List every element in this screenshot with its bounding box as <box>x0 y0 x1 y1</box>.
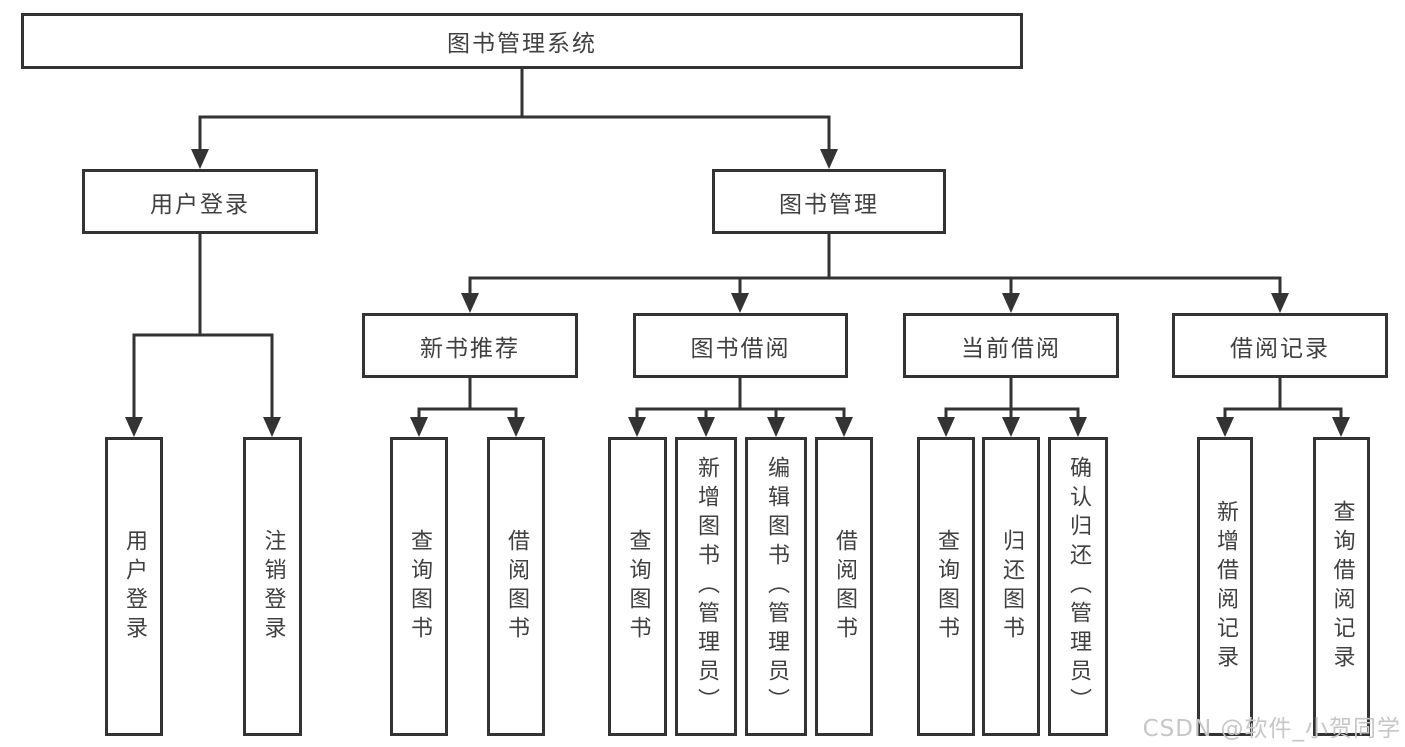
node-borrowing-records: 借阅记录 <box>1172 313 1388 378</box>
leaf-query-borrow-record: 查询借阅记录 <box>1313 437 1370 736</box>
node-current-borrowing: 当前借阅 <box>903 313 1119 378</box>
leaf-return-books: 归还图书 <box>982 437 1040 736</box>
node-book-management: 图书管理 <box>712 169 946 234</box>
leaf-query-books-2: 查询图书 <box>608 437 667 736</box>
leaf-add-borrow-record: 新增借阅记录 <box>1197 437 1253 736</box>
leaf-borrow-books-2: 借阅图书 <box>815 437 873 736</box>
leaf-user-login: 用户登录 <box>105 437 163 736</box>
node-user-login: 用户登录 <box>82 169 318 234</box>
node-book-borrowing: 图书借阅 <box>633 313 848 378</box>
leaf-query-books-1: 查询图书 <box>390 437 448 736</box>
node-new-book-recommend: 新书推荐 <box>362 313 578 378</box>
leaf-add-books-admin: 新增图书（管理员） <box>675 437 737 736</box>
leaf-confirm-return-admin: 确认归还（管理员） <box>1048 437 1108 736</box>
node-root-system: 图书管理系统 <box>21 13 1023 69</box>
leaf-edit-books-admin: 编辑图书（管理员） <box>745 437 807 736</box>
leaf-logout: 注销登录 <box>243 437 302 736</box>
leaf-borrow-books-1: 借阅图书 <box>487 437 545 736</box>
leaf-query-books-3: 查询图书 <box>917 437 975 736</box>
csdn-watermark: CSDN @软件_小贺同学 <box>1142 716 1401 742</box>
